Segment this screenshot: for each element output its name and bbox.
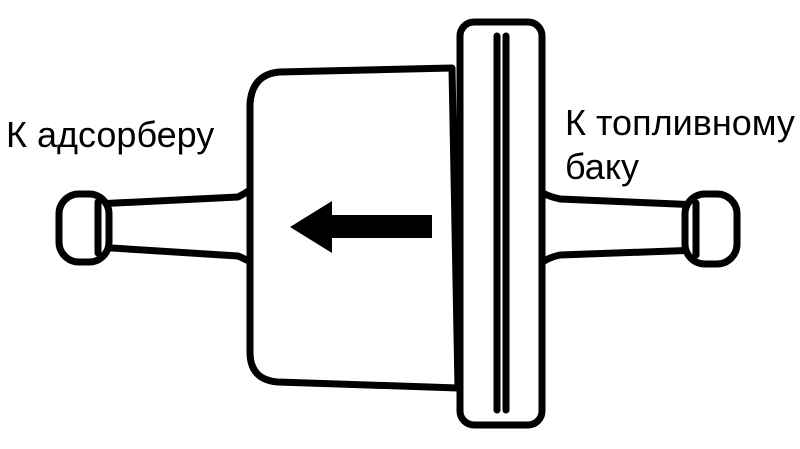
to-fuel-tank-label-line2: баку [565,146,639,187]
filter-flange [456,18,546,429]
left-nozzle [55,180,260,270]
arrow-left-icon [290,201,432,253]
to-fuel-tank-label-line1: К топливному [565,102,795,143]
right-nozzle [534,186,741,270]
to-fuel-tank-label: К топливному баку [565,101,795,189]
to-adsorber-label: К адсорберу [6,114,215,155]
